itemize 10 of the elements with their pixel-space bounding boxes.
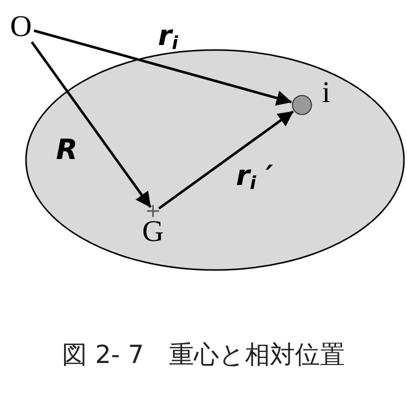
point-label: G — [142, 217, 164, 247]
vector-arrow — [30, 41, 152, 208]
vector-label: R — [56, 136, 78, 164]
figure-caption: 図 2- 7 重心と相対位置 — [61, 339, 346, 371]
vector-arrow — [34, 29, 292, 106]
vector-label: r$_{i}$ ′ — [236, 162, 274, 193]
origin-label: O — [8, 12, 34, 42]
vector-arrow — [158, 110, 294, 210]
vector-label: r$_{i}$ — [158, 22, 178, 53]
point-label: i — [322, 78, 330, 108]
